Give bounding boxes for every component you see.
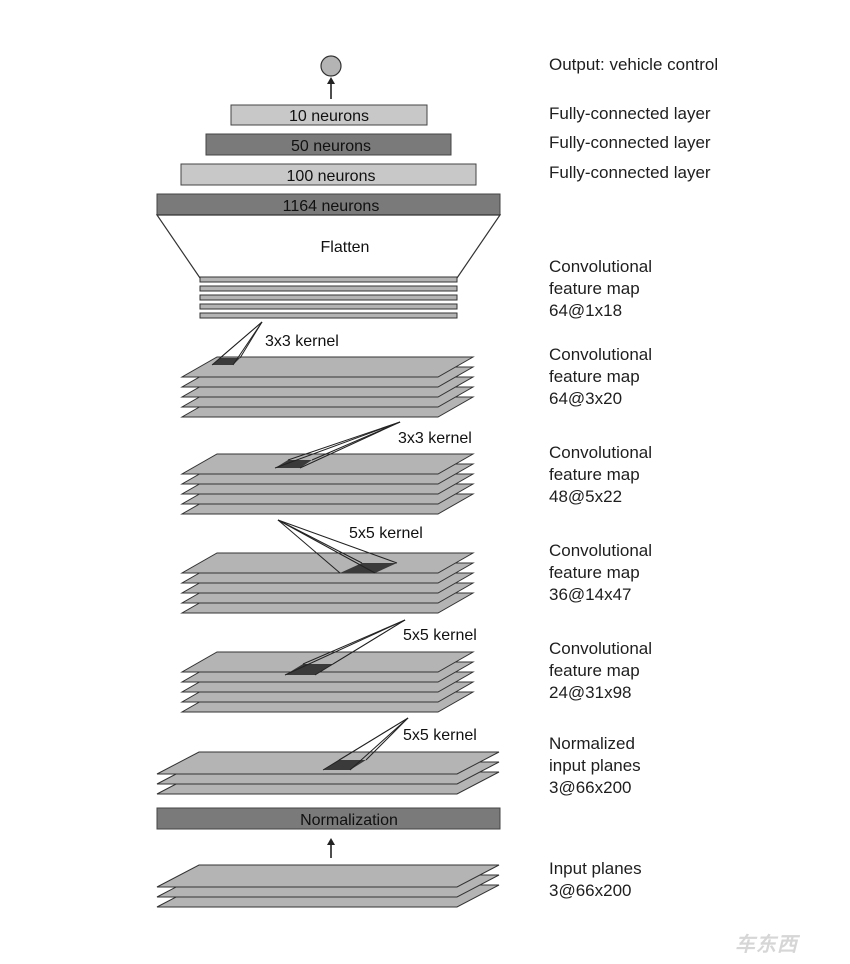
- conv2-label-line1: Convolutional: [549, 541, 653, 560]
- normalized-label: Normalized input planes 3@66x200: [549, 733, 641, 799]
- kernel2-label: 5x5 kernel: [403, 627, 477, 644]
- conv2-feature-map: [180, 552, 475, 614]
- flatten-block: Flatten: [155, 214, 502, 279]
- conv3-label: Convolutional feature map 48@5x22: [549, 442, 652, 508]
- input-planes: [156, 864, 500, 908]
- input-label-line1: Input planes: [549, 859, 642, 878]
- input-label-line2: 3@66x200: [549, 881, 632, 900]
- conv2-label: Convolutional feature map 36@14x47: [549, 540, 652, 606]
- output-node: [320, 55, 342, 77]
- conv5-label-line1: Convolutional: [549, 257, 653, 276]
- conv5-label-line3: 64@1x18: [549, 301, 623, 320]
- conv4-label-line2: feature map: [549, 367, 640, 386]
- fc10-type-label: Fully-connected layer: [549, 104, 711, 123]
- kernel-conv3: 5x5 kernel: [277, 519, 423, 574]
- normalized-label-line3: 3@66x200: [549, 778, 632, 797]
- conv3-label-line3: 48@5x22: [549, 487, 623, 506]
- conv1-label: Convolutional feature map 24@31x98: [549, 638, 652, 704]
- conv1-feature-map: [180, 651, 475, 713]
- kernel-conv4: 3x3 kernel: [274, 421, 472, 469]
- conv5-label: Convolutional feature map 64@1x18: [549, 256, 652, 322]
- fc10-label: 10 neurons: [289, 108, 369, 125]
- output-arrow: [327, 77, 335, 99]
- conv3-feature-map: [180, 453, 475, 515]
- fc100-label: 100 neurons: [287, 168, 376, 185]
- conv1-label-line1: Convolutional: [549, 639, 653, 658]
- normalization-label: Normalization: [300, 812, 398, 829]
- conv1-label-line2: feature map: [549, 661, 640, 680]
- fc50-type-label: Fully-connected layer: [549, 133, 711, 152]
- fc50-box: 50 neurons: [205, 133, 452, 156]
- conv4-label-line3: 64@3x20: [549, 389, 623, 408]
- fc100-type-label: Fully-connected layer: [549, 163, 711, 182]
- conv3-label-line1: Convolutional: [549, 443, 653, 462]
- fc100-box: 100 neurons: [180, 163, 477, 186]
- conv1-label-line3: 24@31x98: [549, 683, 632, 702]
- conv4-feature-map: [180, 356, 475, 418]
- fc10-box: 10 neurons: [230, 104, 428, 126]
- kernel5-label: 3x3 kernel: [265, 333, 339, 350]
- input-label: Input planes 3@66x200: [549, 858, 642, 902]
- conv4-label-line1: Convolutional: [549, 345, 653, 364]
- kernel-conv2: 5x5 kernel: [284, 619, 477, 676]
- conv5-feature-map: [199, 276, 458, 319]
- fc50-label: 50 neurons: [291, 138, 371, 155]
- conv4-label: Convolutional feature map 64@3x20: [549, 344, 652, 410]
- kernel-conv5: 3x3 kernel: [211, 321, 339, 366]
- input-arrow: [327, 838, 335, 858]
- fc1164-box: 1164 neurons: [156, 193, 501, 216]
- kernel-conv1: 5x5 kernel: [322, 717, 477, 771]
- normalized-label-line2: input planes: [549, 756, 641, 775]
- conv2-label-line3: 36@14x47: [549, 585, 632, 604]
- fc1164-label: 1164 neurons: [283, 198, 380, 215]
- kernel4-label: 3x3 kernel: [398, 430, 472, 447]
- flatten-label: Flatten: [321, 239, 370, 256]
- kernel1-label: 5x5 kernel: [403, 727, 477, 744]
- normalized-label-line1: Normalized: [549, 734, 635, 753]
- watermark-logo: 车东西: [735, 934, 798, 956]
- conv2-label-line2: feature map: [549, 563, 640, 582]
- conv3-label-line2: feature map: [549, 465, 640, 484]
- kernel3-label: 5x5 kernel: [349, 525, 423, 542]
- output-label: Output: vehicle control: [549, 55, 719, 74]
- normalized-input-planes: [156, 751, 500, 795]
- conv5-label-line2: feature map: [549, 279, 640, 298]
- normalization-box: Normalization: [156, 807, 501, 830]
